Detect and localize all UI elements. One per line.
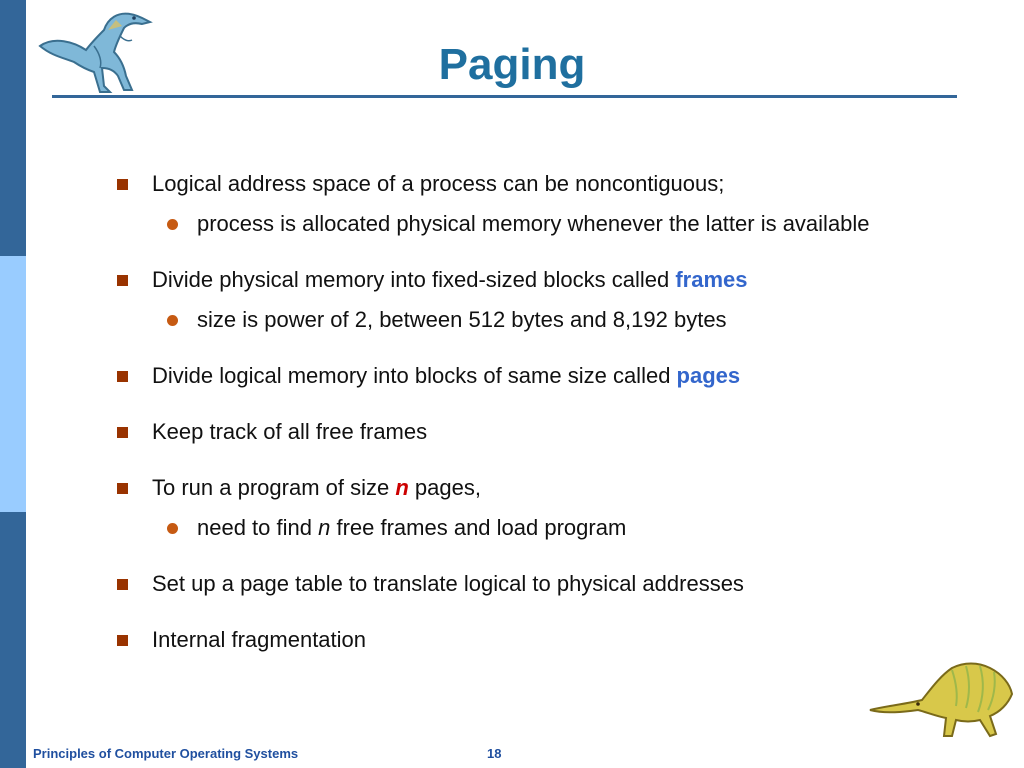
bullet-text: Internal fragmentation [152, 627, 367, 652]
sub-bullet-text: need to find n free frames and load prog… [197, 515, 627, 540]
footer-course-title: Principles of Computer Operating Systems [33, 746, 299, 761]
square-bullet-icon [117, 579, 128, 590]
title-underline [52, 95, 957, 98]
bullet-text: Divide logical memory into blocks of sam… [152, 363, 741, 388]
side-band-top [0, 0, 26, 256]
square-bullet-icon [117, 275, 128, 286]
square-bullet-icon [117, 427, 128, 438]
page-number: 18 [487, 746, 502, 761]
bullet-text: Keep track of all free frames [152, 419, 428, 444]
sub-bullet-text: size is power of 2, between 512 bytes an… [197, 307, 727, 332]
square-bullet-icon [117, 179, 128, 190]
keyword-pages: pages [676, 363, 741, 388]
slide-title: Paging [438, 40, 586, 89]
bullet-text: To run a program of size n pages, [152, 475, 481, 500]
square-bullet-icon [117, 483, 128, 494]
square-bullet-icon [117, 371, 128, 382]
round-bullet-icon [167, 219, 178, 230]
italic-n: n [318, 515, 331, 540]
sub-bullet-text: process is allocated physical memory whe… [197, 211, 870, 236]
side-band-bottom [0, 512, 26, 768]
bullet-text: Set up a page table to translate logical… [152, 571, 744, 596]
dinosaur-icon [869, 662, 1014, 738]
square-bullet-icon [117, 635, 128, 646]
round-bullet-icon [167, 523, 178, 534]
bullet-text: Logical address space of a process can b… [152, 171, 725, 196]
side-band-middle [0, 256, 26, 512]
bullet-text: Divide physical memory into fixed-sized … [152, 267, 748, 292]
dinosaur-icon [38, 12, 153, 93]
round-bullet-icon [167, 315, 178, 326]
keyword-frames: frames [675, 267, 748, 292]
keyword-n: n [395, 475, 409, 500]
